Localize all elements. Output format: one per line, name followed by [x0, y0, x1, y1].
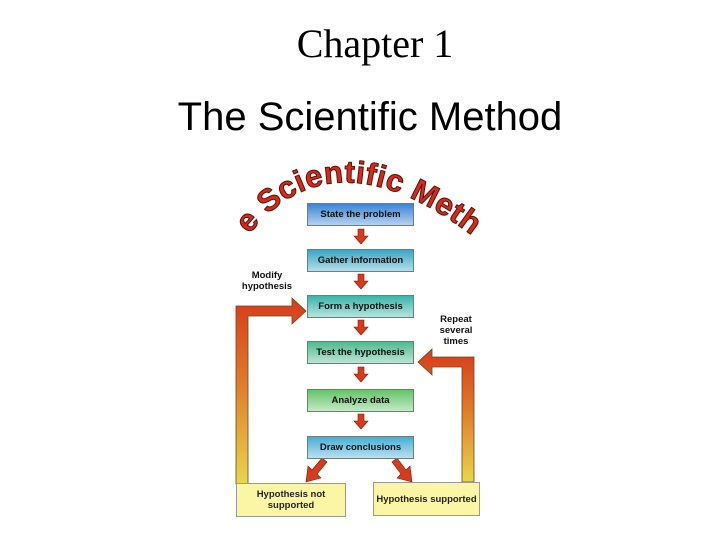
step-state-problem: State the problem — [307, 203, 414, 226]
step-form-hypothesis: Form a hypothesis — [307, 295, 414, 318]
slide-subtitle: The Scientific Method — [177, 95, 563, 139]
step-label: Gather information — [317, 255, 404, 266]
step-connector-arrows — [353, 228, 369, 430]
down-arrow-icon — [353, 319, 369, 336]
down-arrow-icon — [353, 273, 369, 290]
down-arrow-icon — [353, 413, 369, 430]
down-right-arrow-icon — [391, 457, 413, 483]
step-draw-conclusions: Draw conclusions — [307, 436, 414, 459]
outcome-not-supported: Hypothesis not supported — [236, 483, 346, 517]
repeat-feedback-arrow — [417, 348, 475, 483]
chapter-title: Chapter 1 — [296, 21, 454, 66]
modify-hypothesis-label: Modify hypothesis — [241, 270, 293, 292]
outcome-supported: Hypothesis supported — [373, 482, 480, 516]
repeat-several-times-label: Repeat several times — [439, 314, 473, 347]
down-arrow-icon — [353, 228, 369, 245]
down-arrow-icon — [353, 366, 369, 383]
step-label: Analyze data — [331, 395, 390, 406]
step-label: Form a hypothesis — [318, 301, 403, 312]
step-analyze-data: Analyze data — [307, 389, 414, 412]
step-gather-information: Gather information — [307, 249, 414, 272]
outcome-label: Hypothesis not supported — [256, 489, 326, 511]
step-test-hypothesis: Test the hypothesis — [307, 341, 414, 364]
step-label: State the problem — [320, 209, 401, 220]
diagram-banner-title: The Scientific Method — [0, 0, 489, 241]
modify-feedback-arrow — [235, 297, 307, 485]
down-left-arrow-icon — [305, 457, 328, 483]
step-label: Test the hypothesis — [316, 347, 405, 358]
outcome-label: Hypothesis supported — [376, 493, 477, 505]
step-label: Draw conclusions — [319, 442, 402, 453]
